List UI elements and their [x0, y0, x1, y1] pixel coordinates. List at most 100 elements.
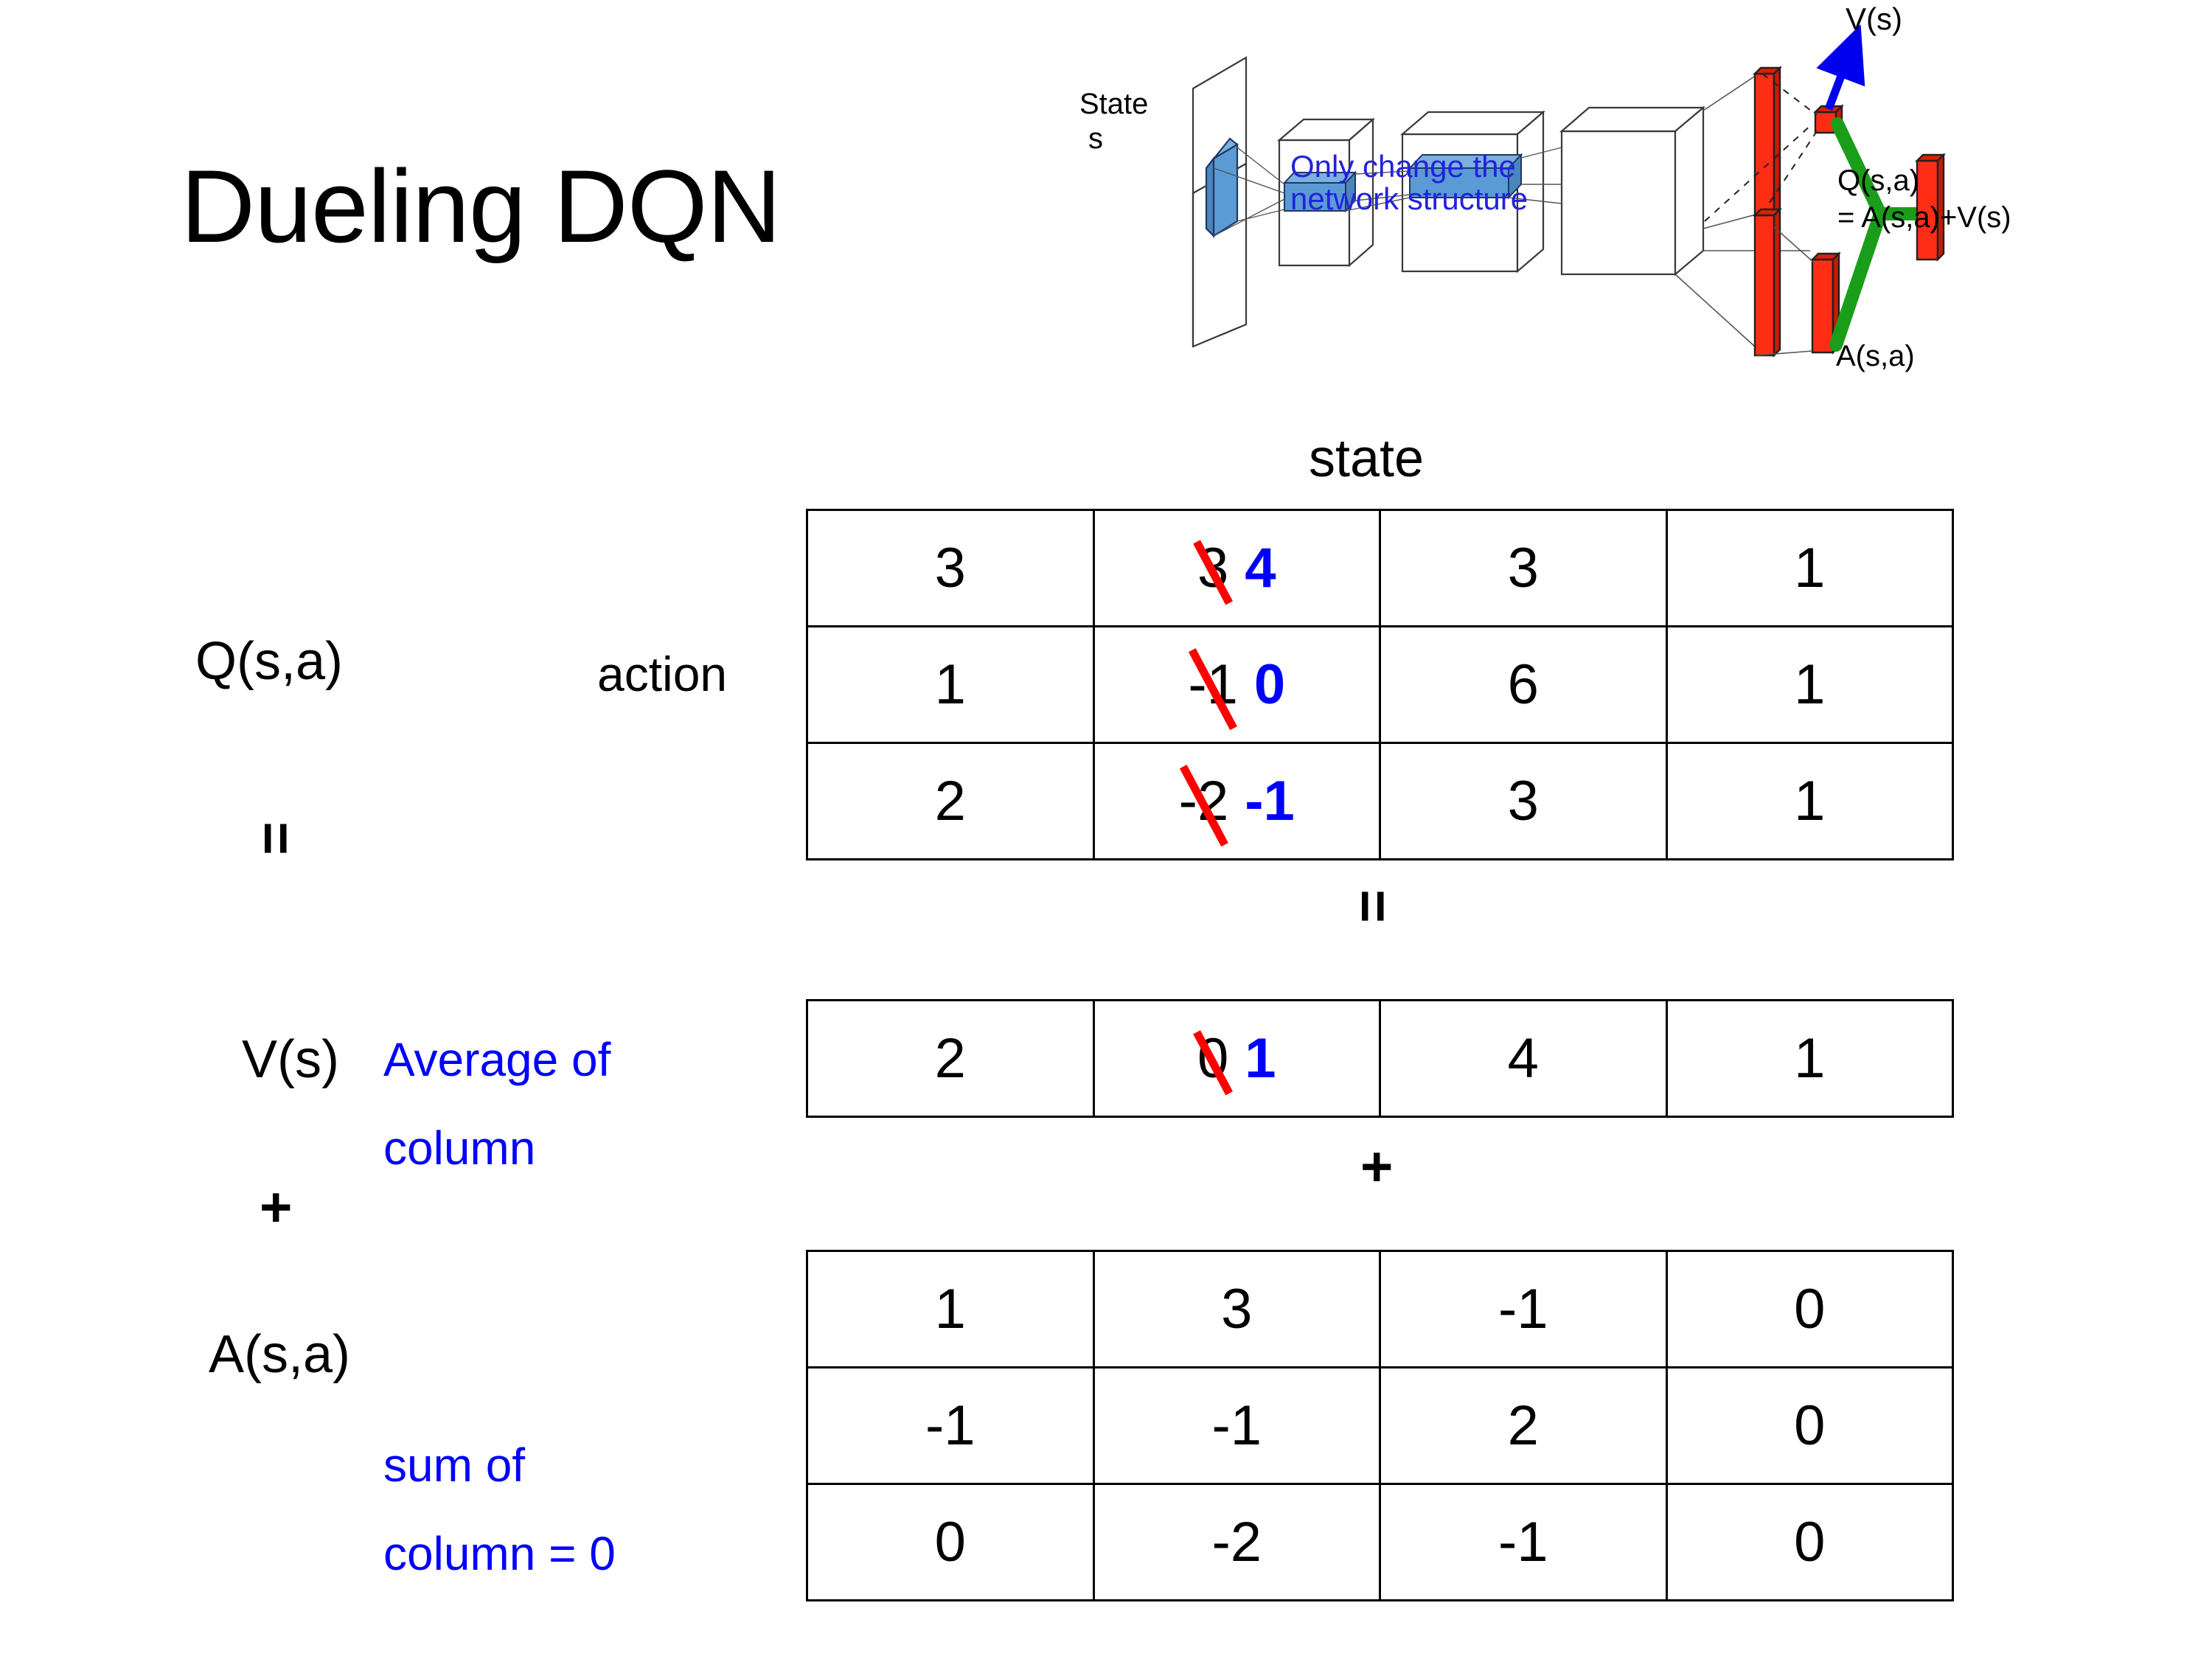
equals-symbol-left-top: = [243, 821, 309, 855]
struck-old-value: 0 [1197, 1027, 1229, 1090]
new-value: -1 [1245, 770, 1295, 832]
cell-content: 1 [808, 1252, 1093, 1366]
cell-content: -2 -1 [1095, 744, 1380, 858]
diagram-q-label-line2: = A(s,a)+V(s) [1837, 201, 2011, 234]
cell-value: -1 [925, 1394, 975, 1457]
a-table: 1 3 -1 0 -1 -1 2 0 0 -2 -1 0 [806, 1250, 1954, 1601]
diagram-state-sublabel: s [1088, 122, 1103, 155]
cell-value: 1 [1794, 1027, 1826, 1090]
diagram-v-label: V(s) [1846, 1, 1902, 36]
cell-content: 4 [1381, 1001, 1666, 1116]
diagram-note-line2: network structure [1290, 181, 1528, 216]
new-value: 1 [1245, 1027, 1276, 1090]
cell-value: 1 [1794, 770, 1826, 832]
table-cell: 3 [806, 509, 1095, 627]
cell-content: 0 [1668, 1485, 1952, 1599]
table-cell: 2 [806, 742, 1095, 860]
cell-content: 3 [1095, 1252, 1380, 1366]
a-note-line1: sum of [383, 1439, 526, 1492]
table-cell: 4 [1379, 999, 1668, 1118]
cell-value: 0 [1794, 1278, 1826, 1340]
table-cell: -1 [1092, 1366, 1381, 1485]
table-cell: 1 [1665, 999, 1954, 1118]
cell-value: 6 [1507, 653, 1539, 716]
a-label: A(s,a) [209, 1325, 351, 1384]
table-cell: -2 [1092, 1483, 1381, 1601]
table-row: -1 -1 2 0 [806, 1366, 1954, 1485]
v-note-line1: Average of [383, 1033, 611, 1086]
table-row: 0 -2 -1 0 [806, 1483, 1954, 1601]
cell-content: 2 [808, 744, 1093, 858]
table-row: 2 -2 -1 3 1 [806, 742, 1954, 860]
cell-content: -1 [1381, 1485, 1666, 1599]
q-label: Q(s,a) [195, 632, 344, 691]
state-header: state [1309, 429, 1425, 488]
cell-value: 3 [1507, 537, 1539, 599]
table-cell: 1 [806, 1250, 1095, 1368]
cell-content: 3 [1381, 511, 1666, 625]
table-cell: 0 [1665, 1250, 1954, 1368]
cell-value: 3 [934, 537, 966, 599]
plus-symbol-left: + [260, 1176, 293, 1239]
cell-value: -1 [1498, 1511, 1548, 1573]
v-note-line2: column [383, 1121, 536, 1175]
struck-old-value: -2 [1178, 770, 1229, 832]
cell-content: 6 [1381, 627, 1666, 742]
table-cell: 6 [1379, 625, 1668, 744]
action-header: action [597, 647, 728, 701]
struck-old-value: 3 [1197, 537, 1229, 599]
table-cell: 3 [1092, 1250, 1381, 1368]
table-cell: 2 [1379, 1366, 1668, 1485]
cell-value: -2 [1211, 1511, 1262, 1573]
table-cell: 1 [806, 625, 1095, 744]
cell-value: 0 [934, 1511, 966, 1573]
v-label: V(s) [242, 1030, 339, 1089]
page-title: Dueling DQN [181, 148, 782, 264]
cell-value: 1 [1794, 653, 1826, 716]
table-cell: 0 [1665, 1366, 1954, 1485]
cell-content: 3 [1381, 744, 1666, 858]
cell-value: 1 [934, 653, 966, 716]
cell-value: 0 [1794, 1394, 1826, 1457]
new-value: 0 [1253, 653, 1286, 716]
cell-content: -2 [1095, 1485, 1380, 1599]
cell-value: 1 [1794, 537, 1826, 599]
diagram-note-line1: Only change the [1290, 149, 1516, 184]
table-cell: 0 [806, 1483, 1095, 1601]
table-cell: -1 [1379, 1483, 1668, 1601]
cell-content: 1 [1668, 1001, 1952, 1116]
diagram-state-label: State [1079, 88, 1149, 120]
cell-value: 3 [1221, 1278, 1253, 1340]
cell-value: 3 [1507, 770, 1539, 832]
cell-value: -1 [1498, 1278, 1548, 1340]
cell-content: -1 [1095, 1368, 1380, 1483]
cell-value: 0 [1794, 1511, 1826, 1573]
cell-value: 2 [934, 1027, 966, 1090]
a-note-line2: column = 0 [383, 1527, 616, 1580]
cell-content: 0 [808, 1485, 1093, 1599]
cell-content: 1 [1668, 511, 1952, 625]
cell-content: 1 [808, 627, 1093, 742]
new-value: 4 [1245, 537, 1276, 599]
cell-content: 0 [1668, 1252, 1952, 1366]
table-cell: 1 [1665, 509, 1954, 627]
cell-value: -1 [1211, 1394, 1262, 1457]
plus-symbol-mid: + [1360, 1135, 1394, 1198]
cell-value: 1 [934, 1278, 966, 1340]
diagram-a-label: A(s,a) [1836, 340, 1915, 372]
table-cell: 1 [1665, 742, 1954, 860]
cell-value: 2 [1507, 1394, 1539, 1457]
table-cell: 3 [1379, 509, 1668, 627]
